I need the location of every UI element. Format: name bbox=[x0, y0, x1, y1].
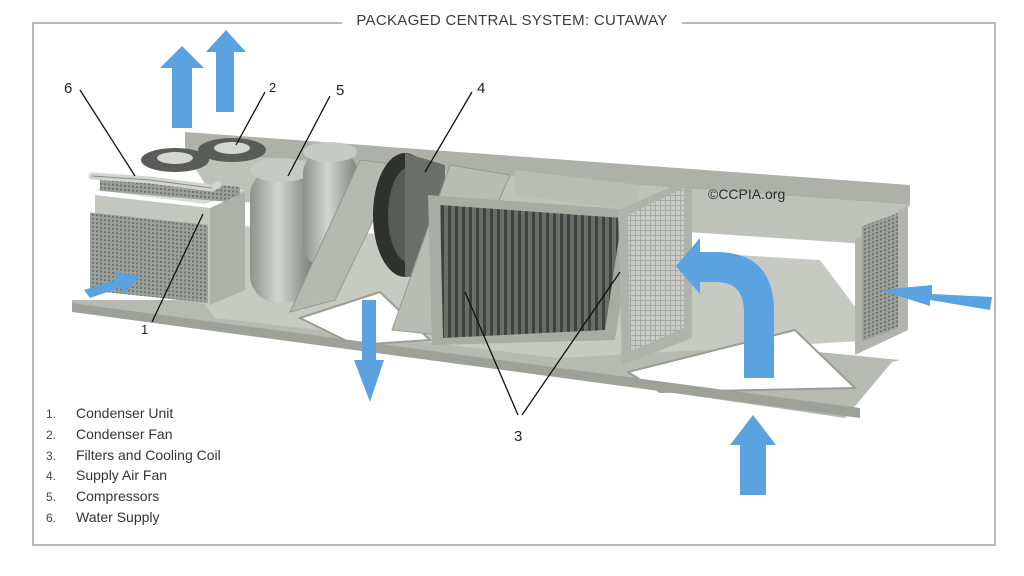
callout-6: 6 bbox=[64, 80, 73, 97]
condenser-intake-arrow bbox=[84, 272, 140, 298]
return-air-arrow-right bbox=[880, 285, 992, 310]
exhaust-arrow-2 bbox=[206, 30, 246, 112]
callout-2: 2 bbox=[269, 80, 277, 95]
airflow-arrows bbox=[84, 30, 992, 495]
return-air-arrow-curved bbox=[676, 238, 774, 378]
filter bbox=[628, 188, 684, 352]
cooling-coil bbox=[440, 205, 622, 338]
legend-item: 1. Condenser Unit bbox=[46, 403, 221, 424]
legend-label: Compressors bbox=[76, 488, 160, 505]
legend-number: 4. bbox=[46, 469, 57, 484]
legend: 1. Condenser Unit 2. Condenser Fan 3. Filte… bbox=[46, 403, 221, 528]
supply-air-arrow bbox=[354, 300, 384, 402]
legend-item: 4. Supply Air Fan bbox=[46, 465, 221, 486]
condenser-side bbox=[210, 192, 245, 305]
callout-1: 1 bbox=[141, 322, 149, 337]
front-edge bbox=[72, 303, 860, 418]
legend-label: Water Supply bbox=[76, 508, 160, 525]
back-wall bbox=[185, 132, 910, 205]
legend-label: Condenser Unit bbox=[76, 405, 174, 421]
legend-label: Filters and Cooling Coil bbox=[76, 446, 221, 463]
callout-4: 4 bbox=[477, 80, 486, 97]
legend-item: 6. Water Supply bbox=[46, 507, 221, 528]
coil-side bbox=[515, 170, 640, 210]
legend-number: 2. bbox=[46, 427, 57, 442]
exhaust-arrow-1 bbox=[160, 46, 204, 128]
legend-number: 1. bbox=[46, 407, 57, 421]
diagram-title: PACKAGED CENTRAL SYSTEM: CUTAWAY bbox=[0, 12, 1024, 29]
legend-item: 3. Filters and Cooling Coil bbox=[46, 445, 221, 466]
copyright-text: ©CCPIA.org bbox=[708, 186, 786, 202]
legend-label: Supply Air Fan bbox=[76, 467, 168, 484]
legend-label: Condenser Fan bbox=[76, 425, 173, 442]
legend-number: 6. bbox=[46, 510, 57, 525]
return-air-arrow-bottom bbox=[730, 415, 776, 495]
legend-item: 2. Condenser Fan bbox=[46, 424, 221, 445]
compressor-1 bbox=[250, 168, 312, 303]
callout-3: 3 bbox=[514, 428, 523, 445]
legend-number: 5. bbox=[46, 490, 57, 505]
legend-number: 3. bbox=[46, 448, 57, 463]
legend-item: 5. Compressors bbox=[46, 486, 221, 507]
callout-5: 5 bbox=[336, 82, 345, 99]
return-air-grille bbox=[862, 213, 898, 342]
callout-leaders bbox=[79, 89, 621, 416]
